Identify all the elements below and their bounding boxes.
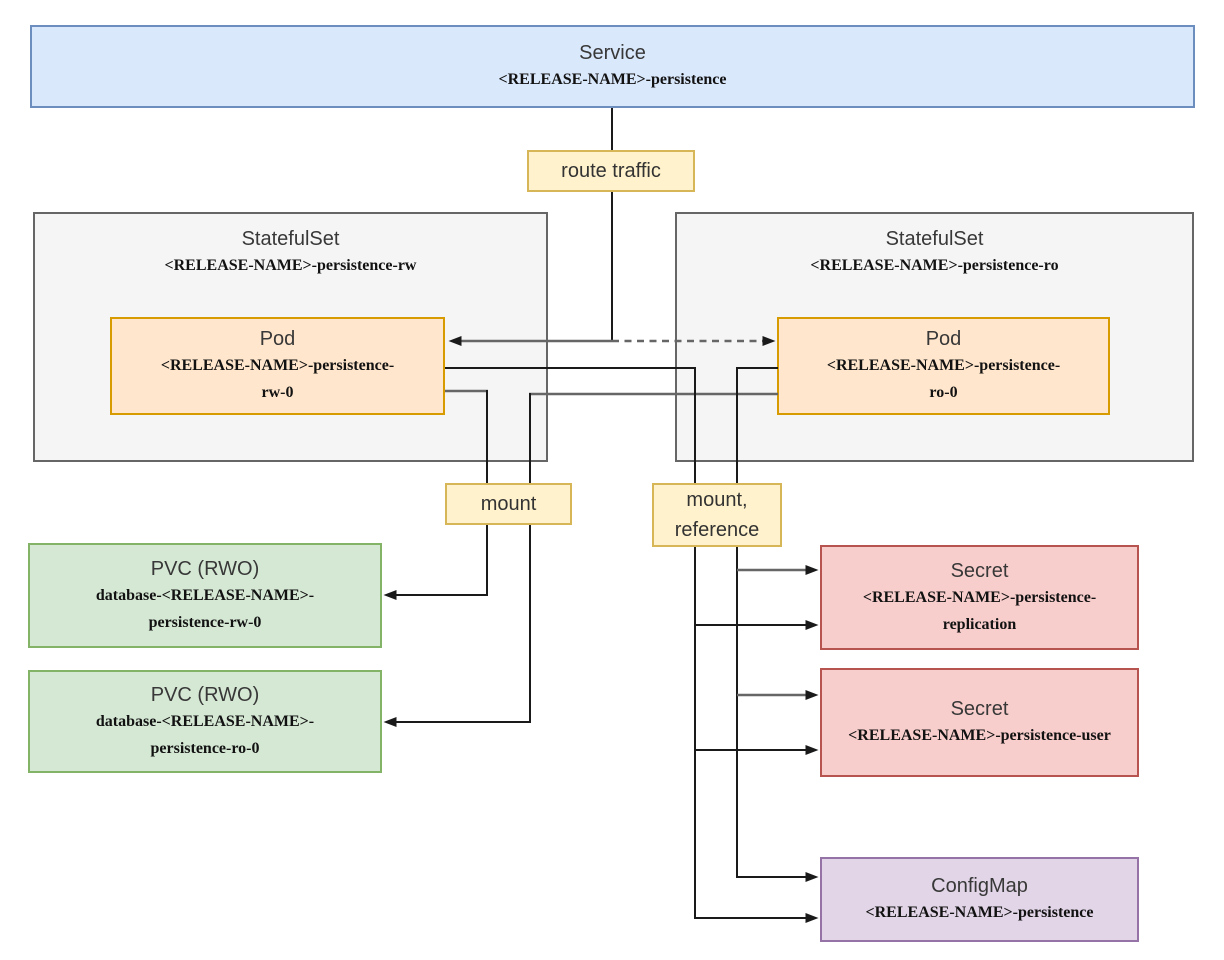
node-title: ConfigMap <box>931 875 1028 897</box>
secret-user-node: Secret <RELEASE-NAME>-persistence-user <box>820 668 1139 777</box>
node-subtitle: <RELEASE-NAME>-persistence <box>865 904 1094 921</box>
node-title: StatefulSet <box>241 228 340 250</box>
service-node: Service <RELEASE-NAME>-persistence <box>30 25 1195 108</box>
node-title: Secret <box>950 698 1009 720</box>
node-subtitle: <RELEASE-NAME>-persistence-user <box>848 727 1111 744</box>
node-title: Service <box>579 42 646 64</box>
pod-rw-node: Pod <RELEASE-NAME>-persistence-rw-0 <box>110 317 445 415</box>
mount-reference-label: mount, reference <box>652 483 782 547</box>
node-subtitle: <RELEASE-NAME>-persistence-ro-0 <box>826 357 1061 401</box>
node-title: PVC (RWO) <box>150 557 260 580</box>
pvc-ro-node: PVC (RWO) database-<RELEASE-NAME>-persis… <box>28 670 382 773</box>
secret-replication-node: Secret <RELEASE-NAME>-persistence-replic… <box>820 545 1139 650</box>
node-subtitle: <RELEASE-NAME>-persistence-rw-0 <box>160 357 395 401</box>
pvc-rw-node: PVC (RWO) database-<RELEASE-NAME>-persis… <box>28 543 382 648</box>
node-title: Secret <box>950 559 1009 582</box>
configmap-node: ConfigMap <RELEASE-NAME>-persistence <box>820 857 1139 942</box>
node-title: PVC (RWO) <box>150 683 260 706</box>
node-title: StatefulSet <box>885 228 984 250</box>
mount-label: mount <box>445 483 572 525</box>
route-traffic-label: route traffic <box>527 150 695 192</box>
node-title: Pod <box>259 328 296 350</box>
node-subtitle: <RELEASE-NAME>-persistence-replication <box>862 588 1097 633</box>
node-subtitle: <RELEASE-NAME>-persistence-ro <box>810 257 1059 274</box>
node-subtitle: <RELEASE-NAME>-persistence-rw <box>164 257 417 274</box>
node-subtitle: <RELEASE-NAME>-persistence <box>498 71 727 88</box>
pod-ro-node: Pod <RELEASE-NAME>-persistence-ro-0 <box>777 317 1110 415</box>
node-subtitle: database-<RELEASE-NAME>-persistence-ro-0 <box>95 712 315 757</box>
node-subtitle: database-<RELEASE-NAME>-persistence-rw-0 <box>95 586 315 631</box>
node-title: Pod <box>925 328 962 350</box>
